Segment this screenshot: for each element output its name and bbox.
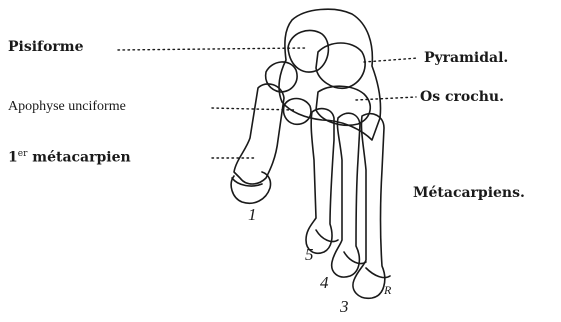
label-apophyse-unciforme: Apophyse unciforme: [8, 100, 126, 114]
apophyse-unciforme-bone: [283, 99, 310, 125]
label-os-crochu: Os crochu.: [420, 90, 504, 104]
digit-number-4: 4: [320, 274, 329, 291]
label-metacarpiens: Métacarpiens.: [413, 186, 525, 200]
fifth-metacarpal: [306, 109, 334, 254]
artist-signature: R: [384, 284, 391, 296]
first-metacarpal-text: métacarpien: [32, 150, 130, 166]
leader-os-crochu: [356, 97, 416, 100]
label-pisiforme: Pisiforme: [8, 40, 84, 54]
fourth-metacarpal: [332, 113, 360, 277]
first-metacarpal-number: 1: [8, 150, 18, 166]
digit-number-1: 1: [248, 206, 257, 223]
label-first-metacarpal: 1er métacarpien: [8, 150, 131, 165]
first-metacarpal: [234, 84, 284, 184]
digit-number-5: 5: [305, 246, 314, 263]
label-pyramidal: Pyramidal.: [424, 51, 508, 65]
first-metacarpal-superscript: er: [18, 149, 28, 159]
digit-number-3: 3: [340, 298, 349, 315]
leader-pisiforme: [118, 48, 306, 50]
